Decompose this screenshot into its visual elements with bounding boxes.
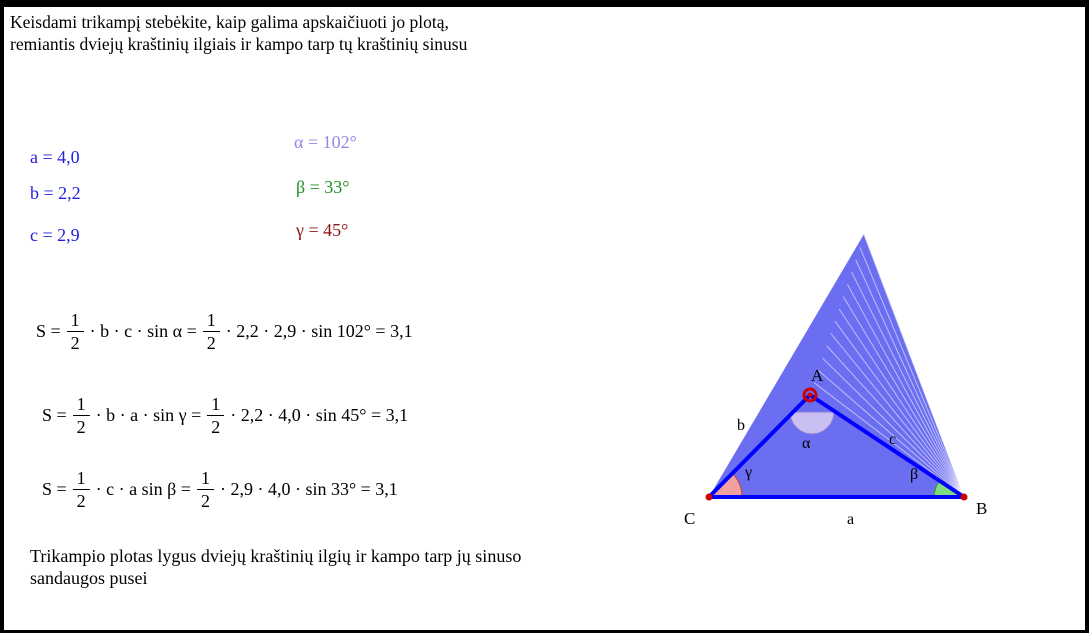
fraction-half: 1 2 — [196, 467, 214, 512]
formula-numeric: · 2,2 · 2,9 · sin 102° = 3,1 — [225, 320, 413, 341]
fraction-half: 1 2 — [72, 467, 90, 512]
side-c-value: c = 2,9 — [30, 225, 80, 245]
fraction-half: 1 2 — [207, 393, 225, 438]
side-c-segment[interactable] — [808, 393, 966, 499]
vertex-a-label: A — [811, 366, 824, 385]
formula-symbolic: · c · a sin β = — [95, 478, 191, 499]
side-b-value: b = 2,2 — [30, 183, 81, 203]
angle-alpha-value: α = 102° — [294, 132, 357, 152]
formula-lhs: S = — [42, 404, 67, 425]
trace-line — [842, 296, 965, 498]
angle-alpha-label: α — [802, 435, 811, 452]
trace-line — [851, 271, 965, 498]
area-formula-1: S = 1 2 · b · c · sin α = 1 2 · 2,2 · 2,… — [36, 301, 413, 361]
side-a-value: a = 4,0 — [30, 147, 80, 167]
trace-line — [822, 357, 965, 498]
formula-lhs: S = — [42, 478, 67, 499]
formula-lhs: S = — [36, 320, 61, 341]
vertex-c-label: C — [684, 509, 695, 528]
formula-numeric: · 2,9 · 4,0 · sin 33° = 3,1 — [219, 478, 398, 499]
angle-alpha-arc — [789, 411, 835, 435]
conclusion-text: Trikampio plotas lygus dviejų kraštinių … — [30, 546, 522, 588]
side-b-segment[interactable] — [707, 393, 812, 499]
side-c-label: c — [889, 431, 896, 448]
triangle-diagram: A B C a b c α β γ — [684, 234, 987, 528]
side-a-label: a — [847, 511, 854, 528]
trace-line — [838, 308, 965, 498]
trace-line — [813, 382, 965, 498]
vertex-a-handle[interactable] — [802, 387, 818, 403]
vertex-a-point[interactable] — [807, 392, 813, 398]
side-b-label: b — [737, 417, 745, 434]
formula-numeric: · 2,2 · 4,0 · sin 45° = 3,1 — [230, 404, 409, 425]
fraction-half: 1 2 — [202, 309, 220, 354]
area-formula-3: S = 1 2 · c · a sin β = 1 2 · 2,9 · 4,0 … — [42, 459, 398, 519]
intro-text: Keisdami trikampį stebėkite, kaip galima… — [10, 12, 468, 54]
trace-line — [830, 333, 965, 498]
formula-symbolic: · b · a · sin γ = — [95, 404, 202, 425]
angle-beta-label: β — [910, 466, 918, 483]
trace-line — [826, 345, 965, 498]
angle-gamma-label: γ — [744, 464, 752, 481]
trace-line — [834, 320, 965, 498]
fraction-half: 1 2 — [72, 393, 90, 438]
trace-line — [817, 370, 965, 498]
area-formula-2: S = 1 2 · b · a · sin γ = 1 2 · 2,2 · 4,… — [42, 385, 408, 445]
formula-symbolic: · b · c · sin α = — [89, 320, 197, 341]
trace-line — [863, 234, 965, 498]
angle-gamma-value: γ = 45° — [296, 220, 349, 240]
fraction-half: 1 2 — [66, 309, 84, 354]
trace-line — [855, 259, 965, 498]
trace-line — [859, 247, 965, 498]
angle-beta-value: β = 33° — [296, 177, 350, 197]
vertex-c-point[interactable] — [705, 493, 713, 501]
vertex-b-label: B — [976, 499, 987, 518]
vertex-b-point[interactable] — [960, 493, 968, 501]
trace-lines — [809, 234, 965, 498]
trace-line — [846, 283, 965, 498]
